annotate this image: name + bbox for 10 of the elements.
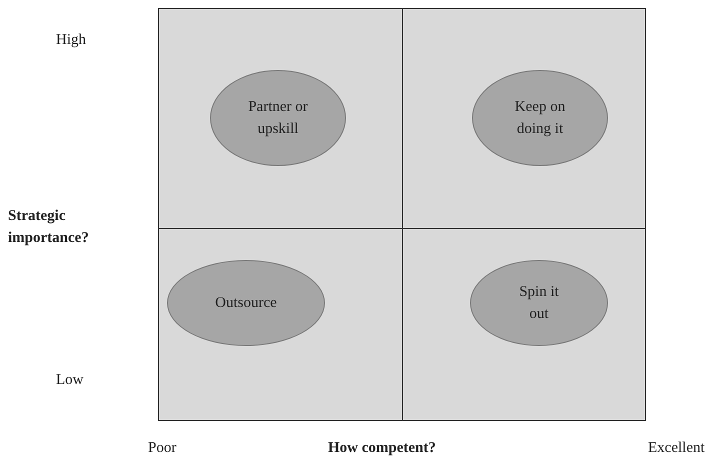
axis-title: Strategic importance? bbox=[8, 207, 90, 248]
axis-level-label: Low bbox=[56, 372, 84, 389]
ellipse-label: Spin it out bbox=[518, 283, 560, 324]
axis-level-label: Poor bbox=[148, 440, 176, 457]
ellipse-label: Outsource bbox=[215, 294, 277, 313]
axis-title: How competent? bbox=[328, 440, 436, 457]
ellipse-label: Keep on doing it bbox=[514, 98, 566, 139]
ellipse-label: Partner or upskill bbox=[248, 98, 308, 139]
axis-level-label: High bbox=[56, 32, 86, 49]
axis-level-label: Excellent bbox=[648, 440, 705, 457]
